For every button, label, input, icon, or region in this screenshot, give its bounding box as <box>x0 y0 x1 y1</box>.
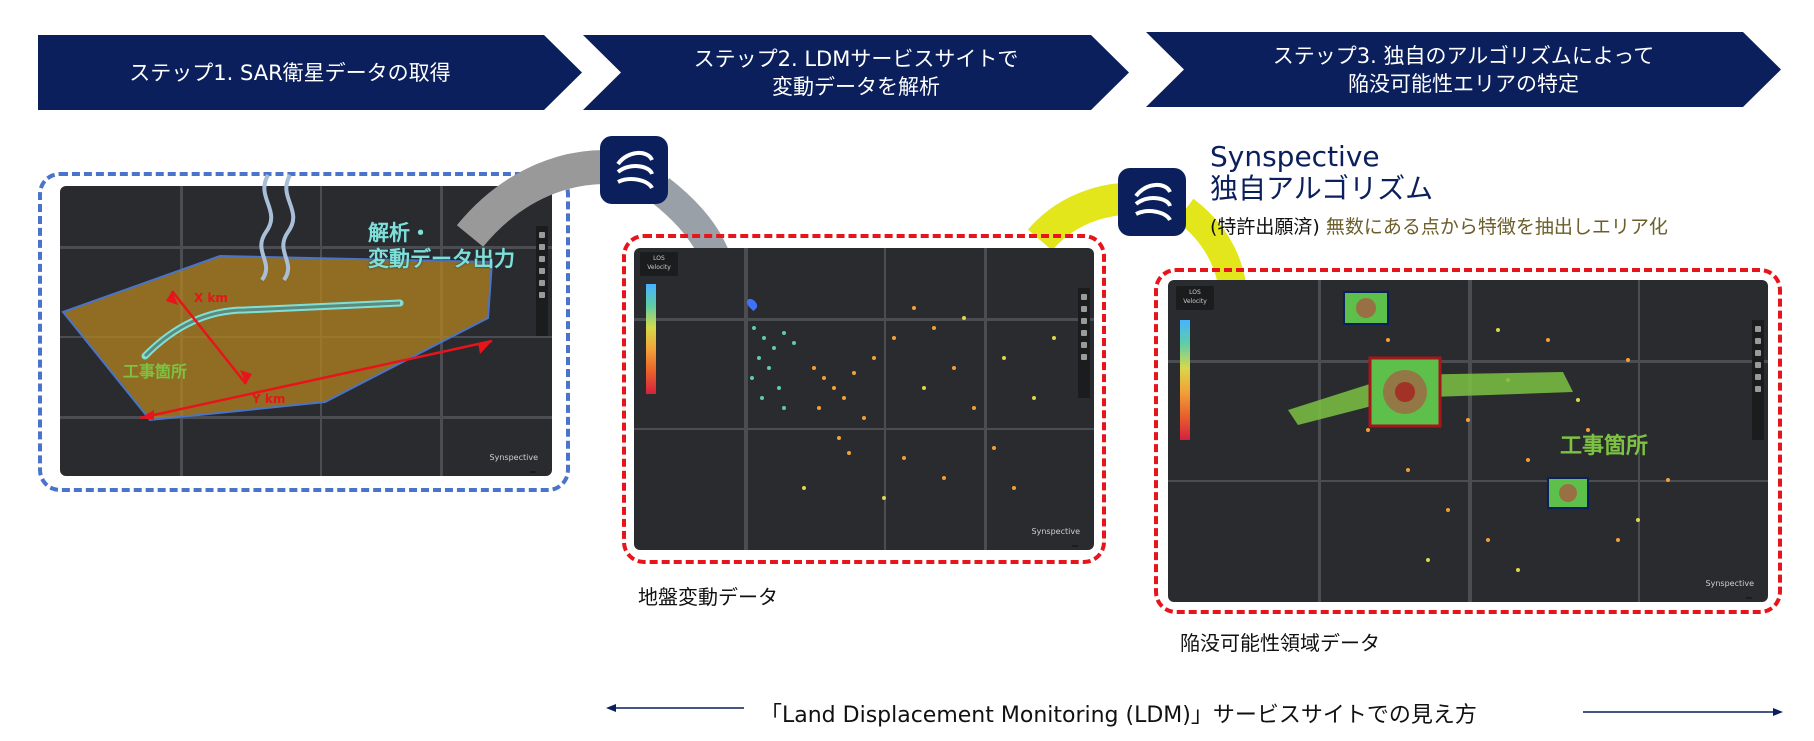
displacement-points <box>750 306 1056 500</box>
watermark: Synspective <box>1705 579 1754 588</box>
panel-3-frame <box>1154 268 1782 614</box>
map-toolbar <box>536 226 548 336</box>
step-1-banner: ステップ1. SAR衛星データの取得 <box>38 35 582 110</box>
analysis-output-label: 解析・ 変動データ出力 <box>368 221 515 271</box>
step-3-banner: ステップ3. 独自のアルゴリズムによって 陥没可能性エリアの特定 <box>1146 32 1781 107</box>
sinkhole-risk-overlay <box>1288 291 1670 572</box>
footer-right-arrow <box>1583 708 1783 716</box>
algorithm-title: Synspective 独自アルゴリズム <box>1210 141 1433 205</box>
patent-pending: (特許出願済) <box>1210 216 1320 238</box>
algorithm-title-line2: 独自アルゴリズム <box>1210 172 1434 205</box>
watermark: Synspective <box>489 453 538 462</box>
los-velocity-badge: LOS Velocity <box>1176 286 1214 310</box>
sar-wave-2 <box>281 174 296 282</box>
ground-displacement-caption: 地盤変動データ <box>638 585 778 609</box>
step-3-label: ステップ3. 独自のアルゴリズムによって 陥没可能性エリアの特定 <box>1272 43 1655 96</box>
synspective-logo-1 <box>600 136 668 204</box>
synspective-logo-2 <box>1118 168 1186 236</box>
velocity-colorbar <box>1180 320 1190 440</box>
sinkhole-area-caption: 陥没可能性領域データ <box>1180 631 1380 655</box>
map-toolbar <box>1752 320 1764 440</box>
algorithm-detail: 無数にある点から特徴を抽出しエリア化 <box>1325 216 1668 238</box>
watermark: Synspective <box>1031 527 1080 536</box>
velocity-colorbar <box>646 284 656 394</box>
x-measure-arrow <box>171 290 247 385</box>
construction-site-band <box>1288 372 1573 425</box>
coords-readout <box>530 471 536 473</box>
step-2-banner: ステップ2. LDMサービスサイトで 変動データを解析 <box>583 35 1129 110</box>
panel-1-frame <box>38 172 570 492</box>
map-toolbar <box>1078 288 1090 398</box>
footer-left-arrow <box>606 704 744 712</box>
footer-caption: 「Land Displacement Monitoring (LDM)」サービス… <box>760 703 1477 728</box>
panel-2-map: LOS Velocity Synspective <box>634 248 1094 550</box>
construction-site-label: 工事箇所 <box>123 362 188 381</box>
step-1-label: ステップ1. SAR衛星データの取得 <box>129 60 451 85</box>
los-velocity-badge: LOS Velocity <box>640 252 678 276</box>
coords-readout <box>1746 597 1752 599</box>
algorithm-description: (特許出願済) 無数にある点から特徴を抽出しエリア化 <box>1210 212 1668 239</box>
construction-site-label-3: 工事箇所 <box>1560 434 1649 459</box>
sar-wave-1 <box>259 174 274 282</box>
algorithm-title-line1: Synspective <box>1210 140 1380 173</box>
x-km-label: X km <box>194 291 228 305</box>
synspective-swirl-icon <box>1134 183 1172 222</box>
road-inner <box>143 301 401 358</box>
synspective-swirl-icon <box>616 151 654 190</box>
y-measure-arrow <box>139 339 493 420</box>
step-2-label: ステップ2. LDMサービスサイトで 変動データを解析 <box>693 46 1019 99</box>
panel-3-map: LOS Velocity Synspective <box>1168 280 1768 602</box>
coords-readout <box>1072 545 1078 547</box>
panel-2-frame <box>622 234 1106 564</box>
y-km-label: Y km <box>252 392 286 406</box>
